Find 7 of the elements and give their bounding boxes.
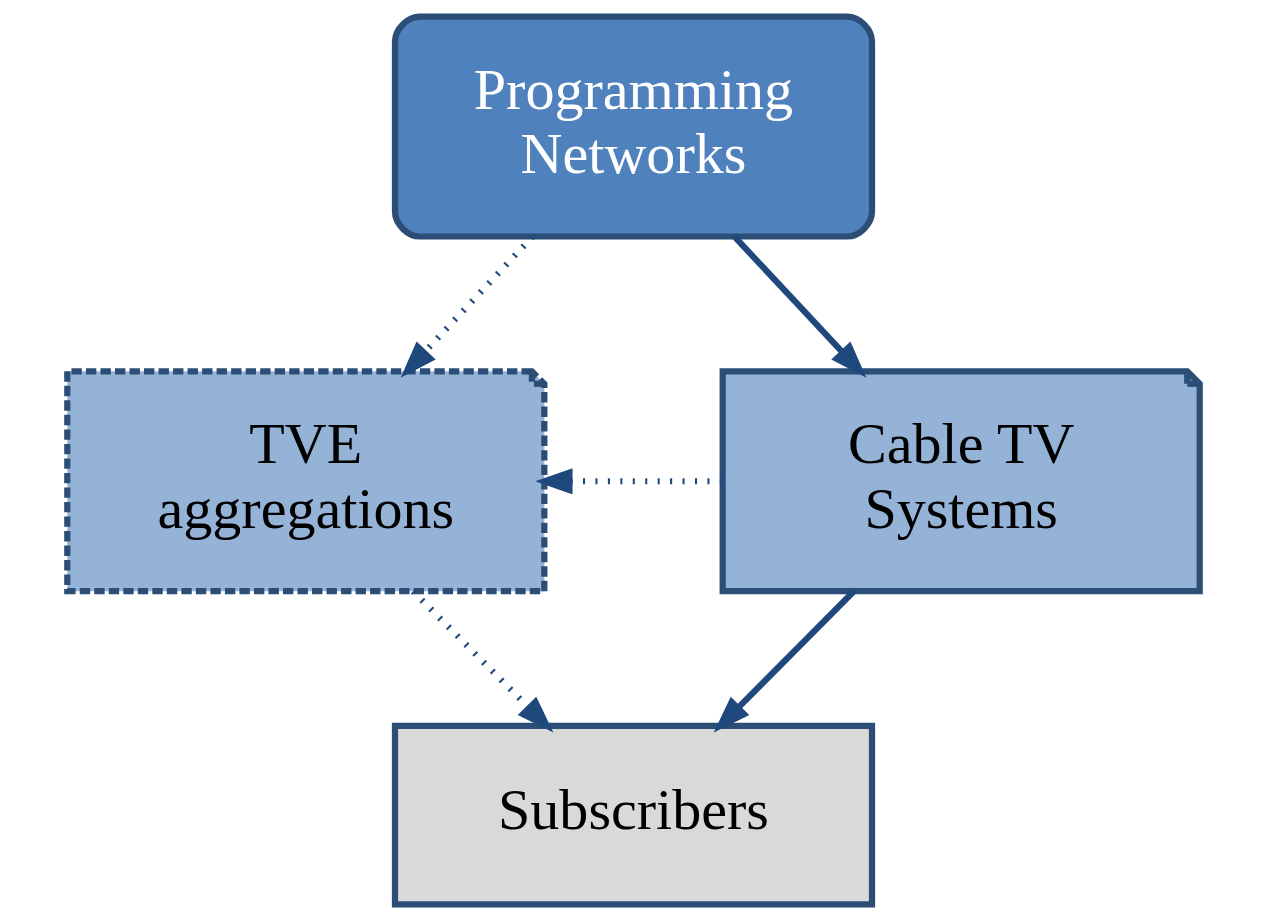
arrow	[400, 234, 535, 378]
arrow	[410, 589, 553, 733]
arrow	[534, 468, 722, 495]
arrow	[713, 589, 856, 733]
node-box: Programming Networks	[391, 13, 875, 240]
node-box: Subscribers	[391, 722, 875, 908]
arrow	[731, 234, 866, 378]
